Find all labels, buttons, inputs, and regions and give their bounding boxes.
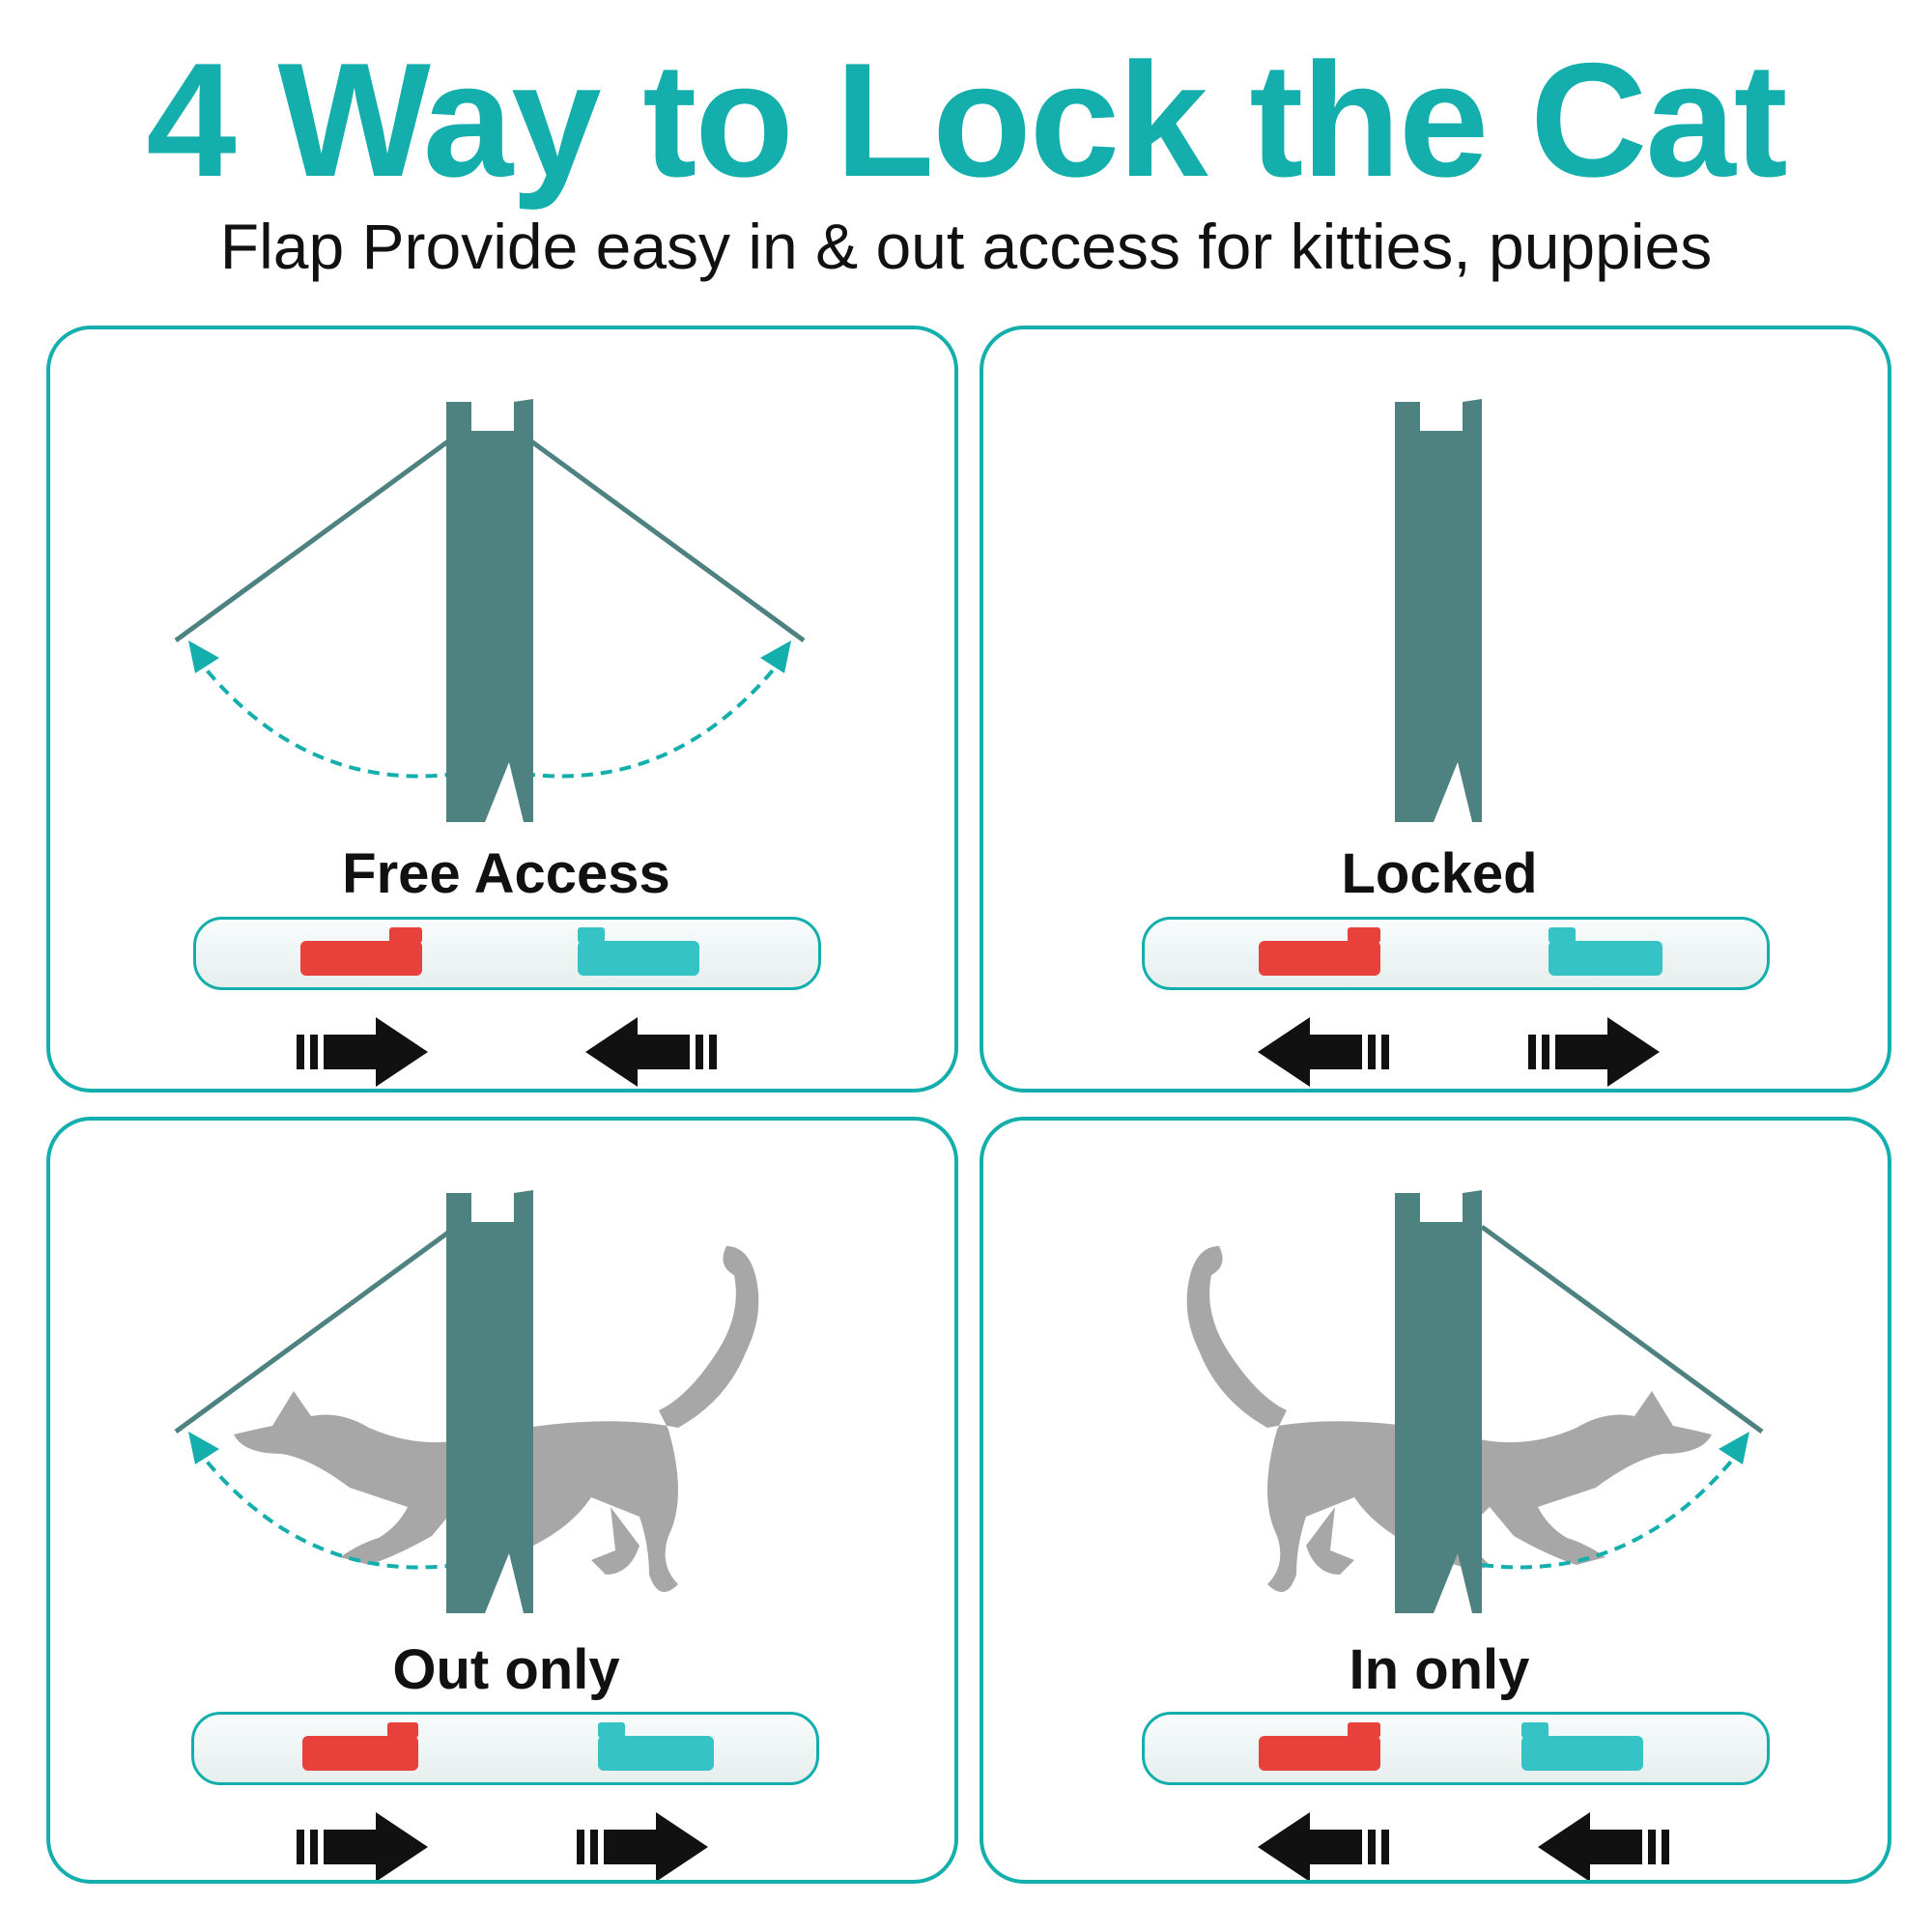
lock-switches-icon [300, 927, 699, 976]
arrow-left-icon [585, 1017, 717, 1087]
mode-label-locked: Locked [1341, 842, 1538, 905]
flap-locked-icon [1395, 399, 1482, 822]
mode-label-free-access: Free Access [342, 842, 670, 905]
arrow-left-icon [1258, 1017, 1389, 1087]
page-subtitle: Flap Provide easy in & out access for ki… [219, 211, 1713, 282]
panel-out-only: Out only [46, 1117, 958, 1884]
panel-in-only: In only [980, 1117, 1891, 1884]
page-title: 4 Way to Lock the Cat [146, 29, 1787, 211]
arrow-right-icon [297, 1017, 428, 1087]
arrow-right-icon [1528, 1017, 1660, 1087]
flap-swing-both-icon [174, 399, 806, 822]
mode-label-in-only: In only [1349, 1638, 1530, 1701]
mode-label-out-only: Out only [392, 1638, 620, 1701]
arrow-right-icon [577, 1812, 708, 1880]
flap-in-only-icon [1186, 1190, 1764, 1613]
lock-switches-icon [1259, 927, 1662, 976]
lock-slider-free-access[interactable] [193, 917, 821, 990]
arrow-left-icon [1538, 1812, 1669, 1880]
panel-free-access: Free Access [46, 326, 958, 1093]
lock-slider-out-only[interactable] [191, 1712, 819, 1785]
arrow-left-icon [1258, 1812, 1389, 1880]
lock-switches-icon [302, 1722, 714, 1771]
arrow-right-icon [297, 1812, 428, 1880]
lock-slider-locked[interactable] [1142, 917, 1770, 990]
flap-out-only-icon [174, 1190, 759, 1613]
panel-locked: Locked [980, 326, 1891, 1093]
lock-slider-in-only[interactable] [1142, 1712, 1770, 1785]
lock-switches-icon [1259, 1722, 1643, 1771]
